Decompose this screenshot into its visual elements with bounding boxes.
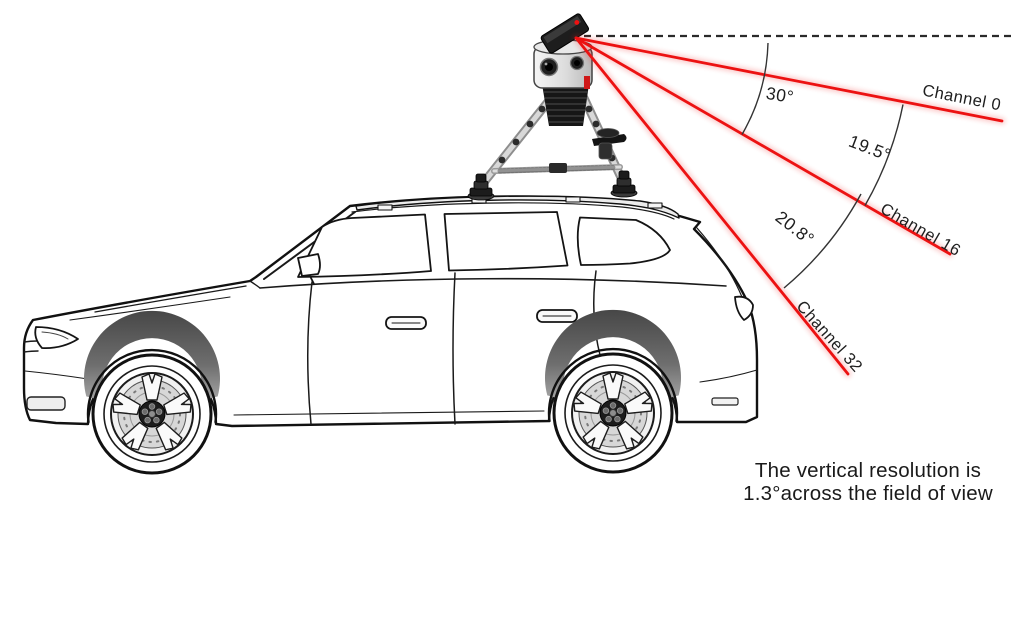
- beam-line-channel-16: [574, 36, 952, 256]
- rear-reflector: [711, 397, 739, 406]
- beam-line-channel-0: [574, 36, 1004, 123]
- quarter-window: [576, 216, 671, 266]
- side-windows: [297, 211, 671, 278]
- crossbar: [491, 163, 623, 174]
- tail-light: [734, 295, 754, 321]
- roof-clamps: [467, 170, 638, 201]
- door-handles: [385, 309, 578, 330]
- angle-label-19-5: 19.5°: [846, 131, 894, 165]
- beam-label-channel-16: Channel 16: [877, 200, 963, 260]
- angle-label-20-8: 20.8°: [772, 207, 819, 250]
- roof-rails: [355, 195, 680, 219]
- rear-door-window: [443, 211, 569, 272]
- front-air-inlet: [26, 396, 66, 411]
- beam-line-channel-32: [574, 36, 850, 376]
- front-door-window: [297, 213, 432, 278]
- caption-line-1: The vertical resolution is: [754, 459, 982, 482]
- caption-line-2: 1.3°across the field of view: [743, 482, 993, 505]
- angle-arc-30: [741, 42, 769, 135]
- angle-arc-20-8: [783, 193, 862, 289]
- caption: The vertical resolution is 1.3°across th…: [712, 459, 1024, 505]
- beam-label-channel-32: Channel 32: [793, 297, 866, 375]
- front-wheel: [84, 310, 221, 475]
- rear-wheel: [545, 309, 681, 474]
- car-illustration: [22, 195, 759, 475]
- sensor-label: [584, 76, 590, 89]
- sensor-lenses: [539, 55, 585, 77]
- sensor-scan-head: [540, 13, 590, 54]
- sensor-heatsink: [542, 84, 589, 126]
- side-mirror: [297, 253, 321, 285]
- gps-antenna: [592, 128, 627, 160]
- tripod-mount: [467, 93, 638, 201]
- angle-label-30: 30°: [765, 83, 796, 107]
- angle-arc-19-5: [864, 104, 904, 206]
- lidar-sensor: [533, 13, 593, 126]
